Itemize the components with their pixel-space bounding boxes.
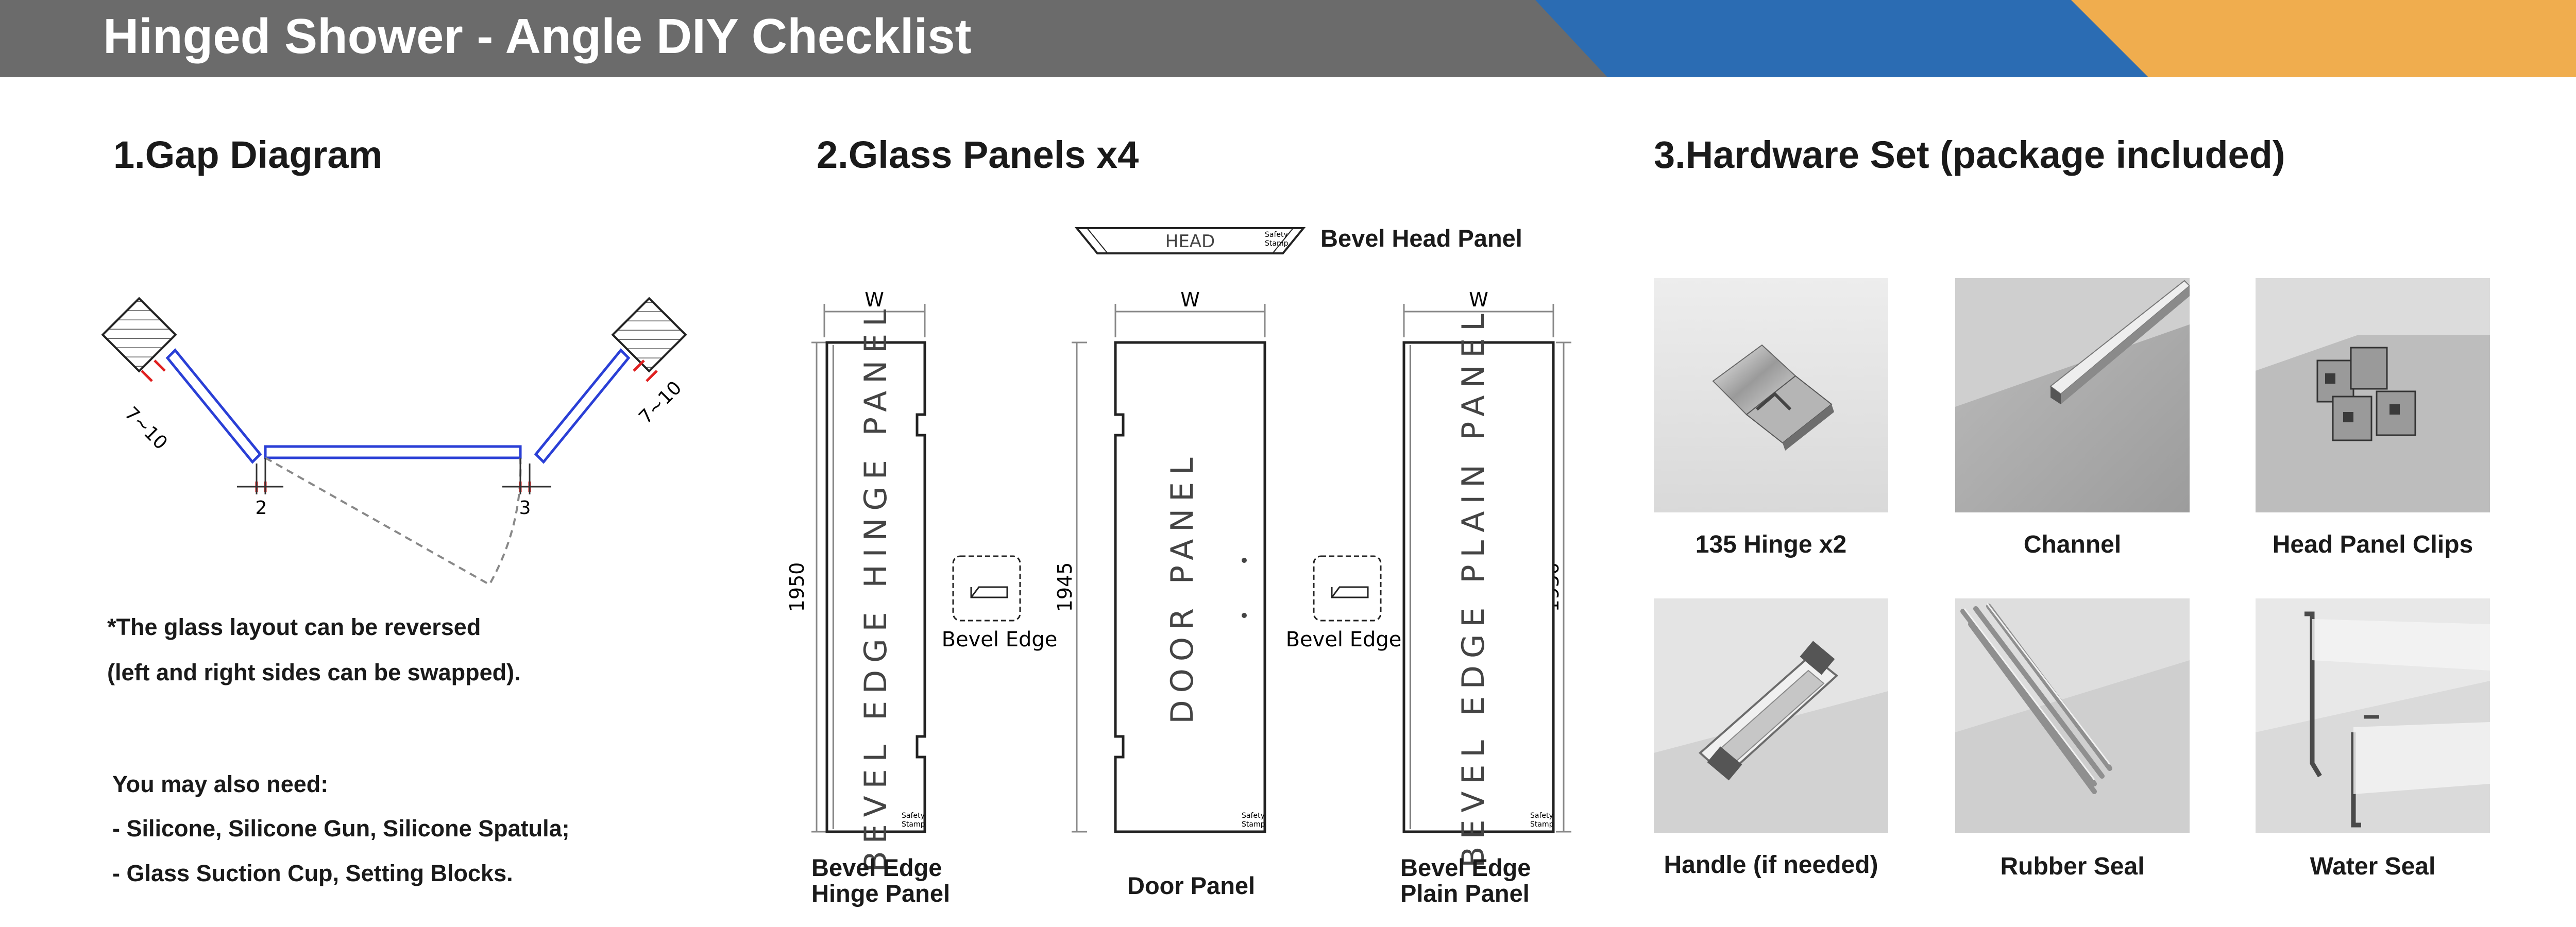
svg-text:Bevel Edge: Bevel Edge	[942, 628, 1058, 651]
gap-label-hinge: 2	[256, 497, 267, 519]
gap-diagram: 7~10 7~10 2 3	[101, 297, 687, 586]
also-need-item-2: - Glass Suction Cup, Setting Blocks.	[112, 860, 513, 886]
hardware-label-handle: Handle (if needed)	[1664, 851, 1878, 879]
reverse-note-line2: (left and right sides can be swapped).	[107, 659, 521, 685]
gap-markers	[141, 359, 658, 492]
left-glass-panel	[165, 348, 262, 464]
door-panel-width: W	[1180, 288, 1200, 311]
svg-text:Safety: Safety	[1265, 231, 1288, 239]
right-wall	[611, 297, 687, 373]
plain-panel-caption-line1: Bevel Edge	[1400, 854, 1531, 881]
plain-panel-vertical-text: BEVEL EDGE PLAIN PANEL	[1455, 306, 1492, 867]
hardware-section-title: 3.Hardware Set (package included)	[1654, 133, 2285, 176]
svg-text:Safety: Safety	[1242, 812, 1265, 820]
hinge-panel-width: W	[865, 288, 884, 311]
hardware-label-rubber-seal: Rubber Seal	[2000, 853, 2145, 880]
hinge-icon	[1654, 278, 1888, 512]
svg-text:Safety: Safety	[902, 812, 925, 820]
also-need-item-1: - Silicone, Silicone Gun, Silicone Spatu…	[112, 815, 570, 842]
svg-text:Safety: Safety	[1530, 812, 1553, 820]
door-swing-arc	[265, 457, 522, 586]
hinge-panel-height: 1950	[786, 562, 808, 612]
svg-text:Stamp: Stamp	[902, 820, 925, 829]
channel-icon	[1955, 278, 2190, 512]
hardware-label-clips: Head Panel Clips	[2272, 531, 2473, 558]
door-glass-panel	[264, 445, 522, 459]
bevel-edge-detail-right: Bevel Edge	[1286, 555, 1402, 651]
door-panel-drawing: W 1945 DOOR PANEL Safety Stamp	[1054, 288, 1266, 833]
head-panel-text: HEAD	[1165, 231, 1215, 252]
svg-text:Bevel Edge: Bevel Edge	[1286, 628, 1402, 651]
svg-text:Stamp: Stamp	[1530, 820, 1554, 829]
door-panel-caption: Door Panel	[1127, 872, 1256, 899]
svg-text:Stamp: Stamp	[1242, 820, 1265, 829]
hinge-panel-drawing: W 1950 BEVEL EDGE HINGE PANEL Safety Sta…	[786, 288, 926, 872]
also-need-title: You may also need:	[112, 771, 329, 797]
clips-icon	[2256, 278, 2490, 512]
bevel-edge-detail-left: Bevel Edge	[942, 555, 1058, 651]
plain-panel-caption-line2: Plain Panel	[1400, 880, 1530, 907]
hinge-panel-vertical-text: BEVEL EDGE HINGE PANEL	[858, 302, 894, 872]
reverse-note-line1: *The glass layout can be reversed	[107, 614, 481, 640]
door-panel-height: 1945	[1054, 562, 1076, 612]
door-panel-vertical-text: DOOR PANEL	[1164, 450, 1200, 724]
svg-text:Stamp: Stamp	[1265, 239, 1289, 248]
gap-section-title: 1.Gap Diagram	[113, 133, 383, 176]
handle-icon	[1654, 598, 1888, 833]
hinge-panel-caption-line2: Hinge Panel	[811, 880, 951, 907]
glass-panels-drawing: HEAD Safety Stamp W 1950 BEVEL EDGE HING…	[786, 227, 1571, 872]
right-glass-panel	[534, 348, 631, 464]
head-panel-label: Bevel Head Panel	[1320, 225, 1522, 252]
gap-label-left-wall: 7~10	[121, 403, 172, 454]
plain-panel-drawing: W 1950 BEVEL EDGE PLAIN PANEL Safety Sta…	[1402, 288, 1571, 868]
plain-panel-width: W	[1469, 288, 1488, 311]
gap-label-right-wall: 7~10	[635, 377, 686, 428]
banner-stripes	[0, 0, 2576, 77]
rubber-seal-icon	[1955, 598, 2190, 833]
bevel-head-panel: HEAD Safety Stamp	[1074, 227, 1306, 254]
title-banner: Hinged Shower - Angle DIY Checklist	[0, 0, 2576, 77]
banner-title: Hinged Shower - Angle DIY Checklist	[103, 9, 972, 64]
hinge-panel-caption-line1: Bevel Edge	[811, 854, 942, 881]
gap-label-latch: 3	[519, 497, 531, 519]
water-seal-icon	[2256, 598, 2490, 833]
glass-section-title: 2.Glass Panels x4	[817, 133, 1139, 176]
hardware-label-water-seal: Water Seal	[2310, 853, 2436, 880]
left-wall	[101, 297, 177, 373]
hardware-label-hinge: 135 Hinge x2	[1695, 531, 1847, 558]
hardware-label-channel: Channel	[2023, 531, 2122, 558]
